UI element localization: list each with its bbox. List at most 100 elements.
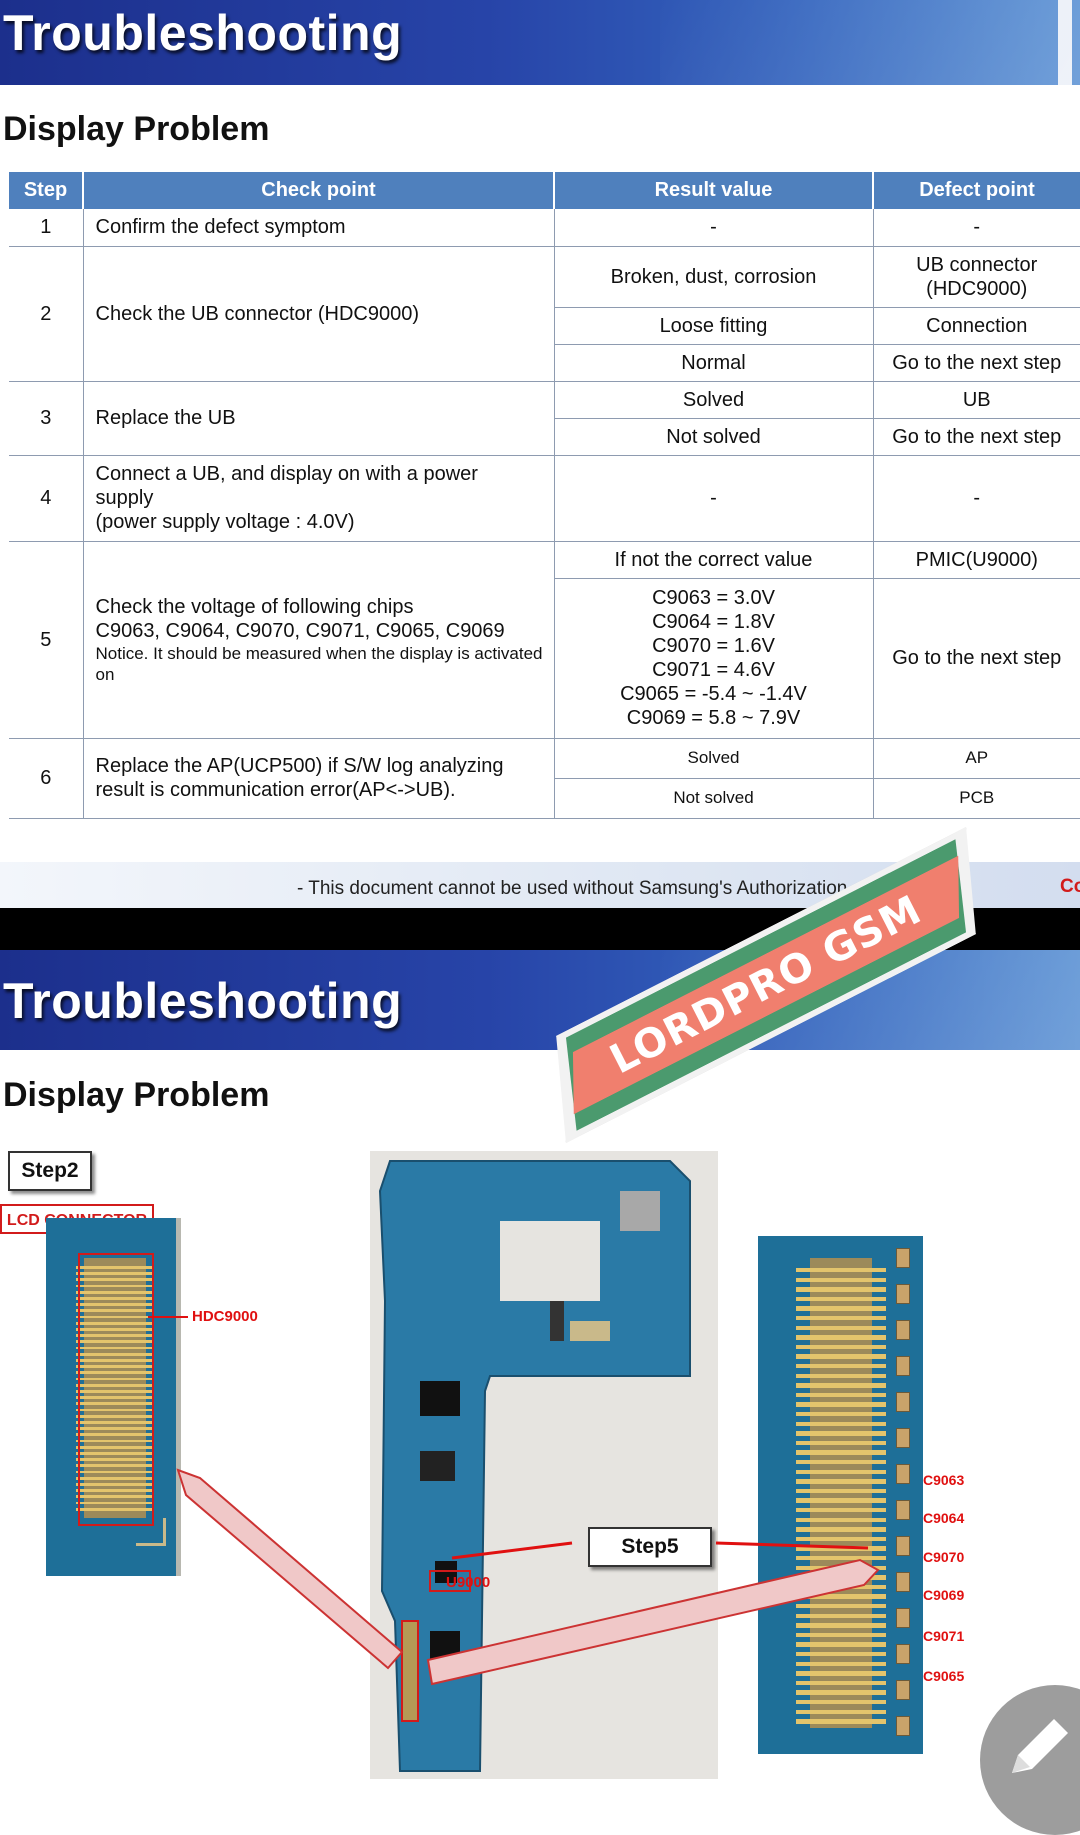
defect-point: -	[873, 209, 1080, 247]
voltage-line: C9071 = 4.6V	[652, 659, 775, 681]
capacitor	[896, 1428, 910, 1448]
connector-pin	[796, 1719, 886, 1724]
defect-point: Connection	[873, 307, 1080, 345]
connector-pin	[76, 1303, 154, 1306]
connector-pin	[796, 1383, 886, 1388]
connector-pin	[76, 1297, 154, 1300]
check-point: Connect a UB, and display on with a powe…	[83, 455, 555, 542]
chip	[550, 1301, 564, 1341]
voltage-line: C9064 = 1.8V	[652, 611, 775, 633]
header-defect-point: Defect point	[873, 172, 1080, 209]
capacitor-label: C9063	[923, 1472, 965, 1488]
result-value: If not the correct value	[554, 541, 874, 579]
connector-pin	[796, 1373, 886, 1378]
check-line: result is communication error(AP<->UB).	[95, 779, 456, 801]
result-value: Solved	[554, 738, 874, 779]
lcd-connector-photo	[46, 1218, 181, 1576]
header-result-value: Result value	[554, 172, 874, 209]
connector-pin	[796, 1488, 886, 1494]
connector-pin	[796, 1316, 886, 1321]
capacitor	[896, 1716, 910, 1736]
result-value: Normal	[554, 344, 874, 382]
step2-label: Step2	[8, 1151, 92, 1191]
defect-point: PCB	[873, 778, 1080, 819]
footer-disclaimer: - This document cannot be used without S…	[297, 878, 848, 899]
board-cutout	[500, 1221, 600, 1301]
connector-pin	[76, 1445, 154, 1449]
chip	[570, 1321, 610, 1341]
capacitor	[896, 1392, 910, 1412]
table-row: Not solved Go to the next step	[9, 418, 1080, 456]
pencil-icon	[1012, 1719, 1068, 1773]
hdc9000-label: HDC9000	[192, 1308, 258, 1325]
table-row: 1 Confirm the defect symptom - -	[9, 209, 1080, 247]
connector-pin	[76, 1421, 154, 1424]
connector-pin	[76, 1483, 154, 1486]
connector-pin	[796, 1517, 886, 1522]
chip	[620, 1191, 660, 1231]
capacitor	[896, 1356, 910, 1376]
connector-pin	[796, 1335, 886, 1340]
connector-pin	[796, 1479, 886, 1484]
connector-pin	[796, 1709, 886, 1714]
connector-pin	[796, 1671, 886, 1676]
capacitor	[896, 1248, 910, 1268]
connector-pin	[796, 1613, 886, 1618]
board-connector	[401, 1620, 419, 1722]
header-check-point: Check point	[83, 172, 555, 209]
capacitor	[896, 1284, 910, 1304]
step-number: 3	[9, 381, 84, 456]
connector-pin	[796, 1469, 886, 1474]
troubleshooting-table: Step Check point Result value Defect poi…	[9, 172, 1080, 819]
check-point: Replace the AP(UCP500) if S/W log analyz…	[83, 738, 555, 819]
connector-pin	[76, 1371, 154, 1375]
check-line: (power supply voltage : 4.0V)	[95, 511, 355, 533]
defect-point: UB connector (HDC9000)	[873, 246, 1080, 308]
connector-pin	[76, 1439, 154, 1443]
voltage-list: C9063 = 3.0V C9064 = 1.8V C9070 = 1.6V C…	[554, 578, 874, 739]
defect-point: Go to the next step	[873, 418, 1080, 456]
connector-pin	[796, 1268, 886, 1273]
defect-point: -	[873, 455, 1080, 542]
defect-line: UB connector	[916, 253, 1038, 276]
connector-pin	[76, 1489, 154, 1492]
connector-pin	[796, 1508, 886, 1513]
connector-body	[84, 1258, 146, 1518]
table-row: C9063 = 3.0V C9064 = 1.8V C9070 = 1.6V C…	[9, 578, 1080, 739]
connector-pin	[76, 1315, 154, 1319]
banner-title: Troubleshooting	[3, 5, 403, 61]
connector-pin	[76, 1383, 154, 1387]
connector-pin	[796, 1354, 886, 1359]
result-value: Solved	[554, 381, 874, 419]
defect-point: Go to the next step	[873, 578, 1080, 739]
capacitor	[896, 1572, 910, 1592]
connector-pin	[76, 1433, 154, 1437]
table-row: Normal Go to the next step	[9, 344, 1080, 382]
check-line: Connect a UB, and display on with a powe…	[95, 463, 478, 485]
connector-pin	[796, 1412, 886, 1417]
connector-pin	[76, 1390, 154, 1393]
capacitor	[896, 1608, 910, 1628]
check-line: supply	[95, 487, 154, 509]
step-number: 1	[9, 209, 84, 247]
connector-pin	[796, 1690, 886, 1695]
connector-pin	[76, 1408, 154, 1412]
result-value: Not solved	[554, 778, 874, 819]
banner-title: Troubleshooting	[3, 973, 403, 1029]
connector-pin	[76, 1414, 154, 1418]
connector-pin	[76, 1266, 154, 1269]
result-value: -	[554, 209, 874, 247]
connector-pin	[76, 1340, 154, 1344]
step5-arrow-left	[451, 1541, 573, 1560]
check-point: Replace the UB	[83, 381, 555, 456]
connector-pin	[796, 1460, 886, 1465]
table-header-row: Step Check point Result value Defect poi…	[9, 172, 1080, 209]
check-line: Replace the AP(UCP500) if S/W log analyz…	[95, 755, 504, 777]
connector-pin	[76, 1290, 154, 1294]
table-row: 6 Replace the AP(UCP500) if S/W log anal…	[9, 738, 1080, 819]
capacitor-label: C9071	[923, 1628, 965, 1644]
capacitor-label: C9070	[923, 1549, 965, 1565]
capacitor	[896, 1536, 910, 1556]
connector-pin	[796, 1604, 886, 1609]
connector-pin	[796, 1623, 886, 1628]
